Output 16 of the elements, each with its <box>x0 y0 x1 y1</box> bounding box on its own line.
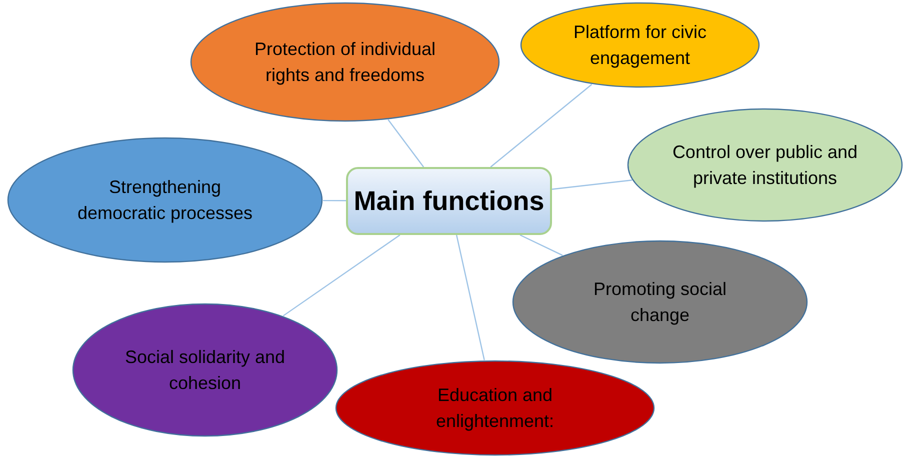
function-label: Education and enlightenment: <box>434 384 556 433</box>
function-label: Control over public and private institutions <box>671 141 859 190</box>
connector-line <box>388 119 424 168</box>
function-label: Strengthening democratic processes <box>76 176 254 225</box>
connector-line <box>552 180 632 190</box>
function-label: Platform for civic engagement <box>572 21 708 70</box>
function-label: Promoting social change <box>592 278 728 327</box>
connector-line <box>456 234 485 360</box>
connector-line <box>520 234 563 256</box>
connector-line <box>282 234 400 316</box>
function-label: Social solidarity and cohesion <box>124 346 286 395</box>
function-label: Protection of individual rights and freedoms <box>253 38 437 87</box>
central-topic-text: Main functions <box>354 185 544 218</box>
central-topic-box <box>346 167 552 235</box>
connector-line <box>323 200 346 202</box>
connector-line <box>490 84 592 168</box>
